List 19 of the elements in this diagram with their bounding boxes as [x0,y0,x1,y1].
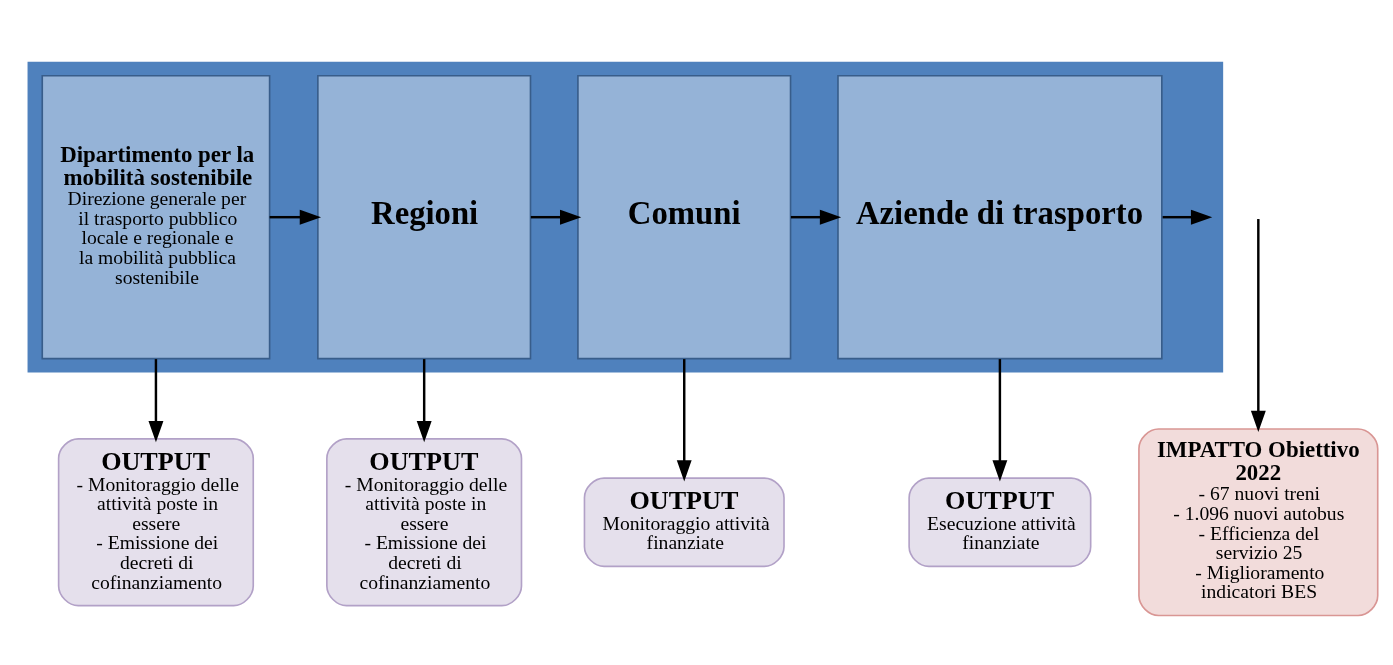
node-box: OUTPUT - Monitoraggio delle attività poste in essere - Emissione dei decreti di cofinanziamento [326,438,523,607]
node-box: OUTPUT - Monitoraggio delle attività poste in essere - Emissione dei decreti di cofinanziamento [57,438,255,607]
arrow [148,359,164,443]
arrow [269,209,322,225]
arrow [992,359,1008,482]
node-box: Regioni [317,74,532,360]
node-box: Aziende di trasporto [837,74,1163,360]
arrow [676,359,692,482]
node-box: Dipartimento per la mobilità sostenibile Direzione generale per il trasporto pubblico locale e regionale e la mobilità pubblica sostenibile [41,74,271,360]
cluster [27,61,1224,373]
node-box: OUTPUT Monitoraggio attività finanziate [583,477,785,568]
node-box: OUTPUT Esecuzione attività finanziate [908,477,1092,568]
arrow [530,209,582,225]
node-box: IMPATTO Obiettivo 2022 - 67 nuovi treni - 1.096 nuovi autobus - Efficienza del servizio 25 - Miglioramento indicatori BES [1138,428,1379,617]
arrow [416,359,432,443]
arrow [1162,209,1213,225]
node-box: Comuni [577,74,792,360]
arrow [1250,219,1266,433]
arrow [790,209,842,225]
